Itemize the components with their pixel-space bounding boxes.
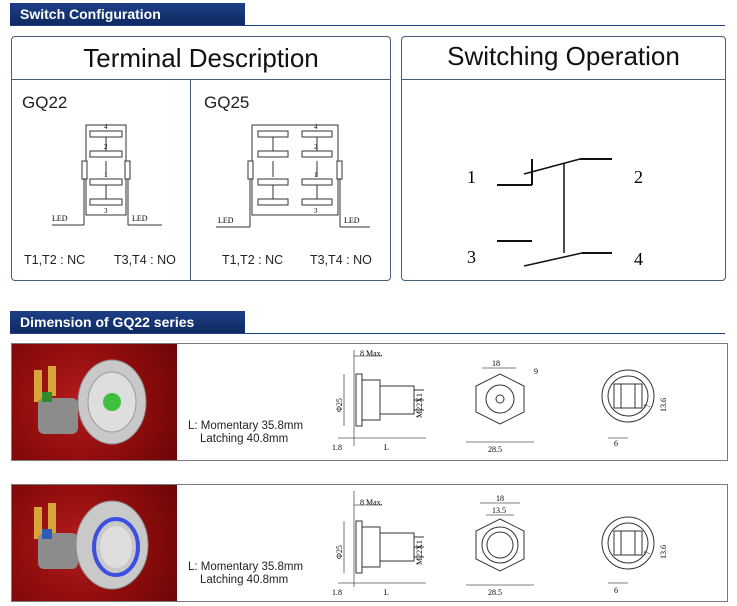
gq22-led-right: LED [132,214,148,223]
rear-view-drawing: 7 13.6 6 [601,369,668,448]
side-view-drawing: 8 Max. Φ25 M22X1 1.8 L [332,491,426,597]
model-label-gq25: GQ25 [204,93,250,112]
section-banner-dimension: Dimension of GQ22 series [10,311,245,333]
gq25-pin-1: 1 [314,171,318,179]
panel-divider [12,79,390,80]
length-latching: Latching 40.8mm [200,574,289,586]
dim-length: L [384,443,389,452]
gq22-pin-4: 4 [104,123,108,131]
gq25-pin-3: 3 [314,207,318,215]
product-photo-blue-led [12,485,177,601]
dim-7: 7 [643,551,652,555]
dim-bezel: 1.8 [332,588,342,597]
length-spec: L: Momentary 35.8mm Latching 40.8mm [188,561,303,587]
dimension-row-2: L: Momentary 35.8mm Latching 40.8mm 8 Ma… [11,484,728,602]
front-view-drawing: 18 13.5 28.5 [466,494,534,597]
gq22-terminal-diagram: LED LED 4 2 1 3 [52,123,162,226]
switching-operation-title: Switching Operation [447,41,680,71]
panel-column-divider [190,79,191,280]
dim-13-6: 13.6 [659,398,668,412]
dim-13-6: 13.6 [659,545,668,559]
model-label-gq22: GQ22 [22,93,68,112]
dim-thread: M22X1 [415,540,424,565]
gq25-pin-2: 2 [314,143,318,151]
terminal-description-title: Terminal Description [83,43,319,73]
switch-terminal-4: 4 [634,249,643,269]
dim-diameter: Φ25 [335,545,344,559]
section-title: Switch Configuration [20,6,161,22]
gq22-pin-3: 3 [104,207,108,215]
length-momentary: L: Momentary 35.8mm [188,561,304,573]
dim-28-5: 28.5 [488,445,502,454]
dim-9: 9 [534,367,538,376]
gq22-note-nc: T1,T2 : NC [24,253,86,267]
switch-terminal-1: 1 [467,167,476,187]
gq25-pin-4: 4 [314,123,318,131]
product-photo-green-led [12,344,177,460]
dim-28-5: 28.5 [488,588,502,597]
banner-underline [10,25,725,26]
dim-length: L [384,588,389,597]
switching-operation-panel: Switching Operation 1 2 3 4 [401,36,726,281]
panel-divider [402,79,725,80]
dim-diameter: Φ25 [335,398,344,412]
length-latching: Latching 40.8mm [200,433,289,445]
dim-18: 18 [496,494,504,503]
length-momentary: L: Momentary 35.8mm [188,420,304,432]
dim-bezel: 1.8 [332,443,342,452]
front-view-drawing: 18 9 28.5 [466,359,538,454]
section-title: Dimension of GQ22 series [20,314,195,330]
dim-max: 8 Max. [360,498,383,507]
dim-thread: M22X1 [415,393,424,418]
length-spec: L: Momentary 35.8mm Latching 40.8mm [188,420,303,446]
dim-13-5: 13.5 [492,506,506,515]
gq25-note-no: T3,T4 : NO [310,253,372,267]
switch-photo-illustration [34,359,147,445]
gq25-terminal-diagram: LED LED 4 2 1 3 [216,123,370,228]
dim-6: 6 [614,439,618,448]
gq22-pin-2: 2 [104,143,108,151]
switch-terminal-3: 3 [467,247,476,267]
terminal-description-panel: Terminal Description GQ22 GQ25 LED LED 4… [11,36,391,281]
gq25-led-right: LED [344,216,360,225]
gq25-note-nc: T1,T2 : NC [222,253,284,267]
rear-view-drawing: 7 13.6 6 [601,516,668,595]
dim-7: 7 [643,404,652,408]
switch-terminal-2: 2 [634,167,643,187]
dim-6: 6 [614,586,618,595]
dimension-row-1: L: Momentary 35.8mm Latching 40.8mm 8 Ma… [11,343,728,461]
gq22-led-left: LED [52,214,68,223]
banner-underline [10,333,725,334]
section-banner-switch-configuration: Switch Configuration [10,3,245,25]
gq22-pin-1: 1 [104,171,108,179]
switching-diagram: 1 2 3 4 [467,158,643,269]
dim-max: 8 Max. [360,349,383,358]
switch-photo-illustration [34,500,149,590]
side-view-drawing: 8 Max. Φ25 M22X1 1.8 L [332,349,426,452]
dim-18: 18 [492,359,500,368]
gq22-note-no: T3,T4 : NO [114,253,176,267]
gq25-led-left: LED [218,216,234,225]
